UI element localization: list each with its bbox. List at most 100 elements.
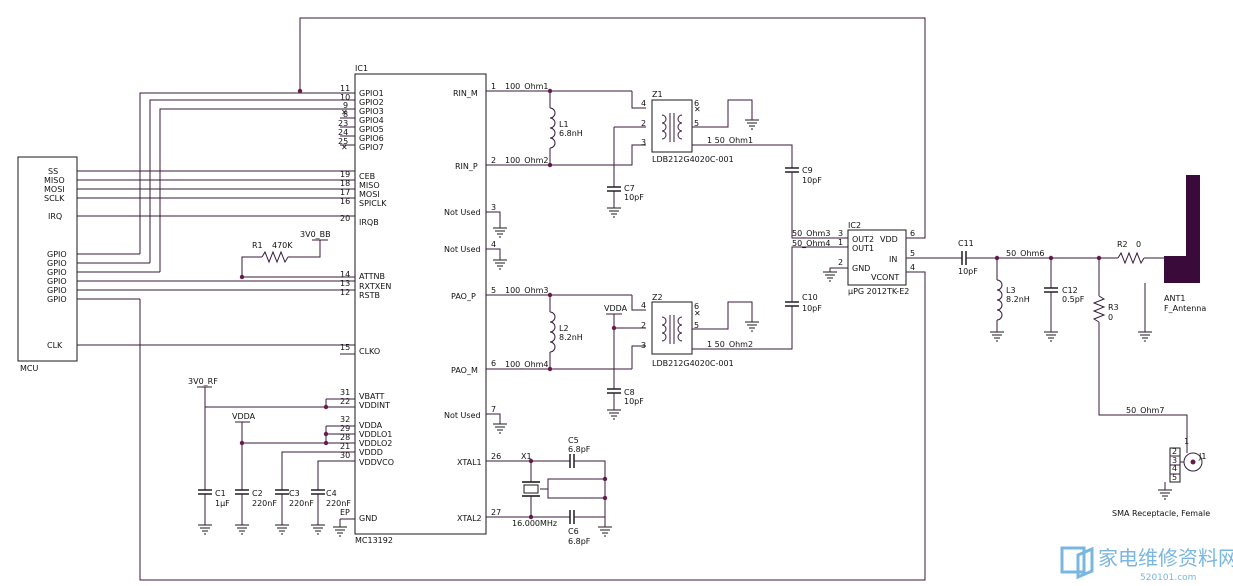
- svg-text:2: 2: [1172, 447, 1177, 456]
- ic1-part: MC13192: [355, 536, 393, 545]
- svg-text:4: 4: [1172, 464, 1177, 473]
- svg-text:EP: EP: [340, 508, 350, 517]
- svg-text:8: 8: [343, 110, 348, 119]
- svg-text:1: 1: [1184, 437, 1189, 446]
- svg-text:C1: C1: [215, 489, 226, 498]
- svg-text:VDDINT: VDDINT: [359, 401, 390, 410]
- svg-text:3: 3: [838, 229, 843, 238]
- svg-text:GPIO1: GPIO1: [359, 89, 384, 98]
- svg-text:27: 27: [491, 508, 501, 517]
- svg-text:15: 15: [340, 343, 350, 352]
- svg-text:C11: C11: [958, 239, 974, 248]
- svg-text:IRQB: IRQB: [359, 218, 379, 227]
- svg-text:VCONT: VCONT: [871, 273, 899, 282]
- svg-text:23: 23: [338, 119, 348, 128]
- svg-text:6: 6: [910, 229, 915, 238]
- svg-text:31: 31: [340, 388, 350, 397]
- svg-text:6.8pF: 6.8pF: [568, 537, 591, 546]
- ic1-ref: IC1: [355, 64, 368, 73]
- svg-text:XTAL2: XTAL2: [457, 514, 482, 523]
- svg-text:6: 6: [491, 359, 496, 368]
- svg-text:3: 3: [641, 138, 646, 147]
- svg-text:ATTNB: ATTNB: [359, 272, 385, 281]
- svg-text:SMA Receptacle, Female: SMA Receptacle, Female: [1112, 509, 1210, 518]
- svg-text:MISO: MISO: [359, 181, 380, 190]
- svg-text:470K: 470K: [272, 241, 293, 250]
- svg-text:C12: C12: [1062, 286, 1078, 295]
- svg-text:C5: C5: [568, 436, 579, 445]
- svg-text:IC2: IC2: [848, 221, 861, 230]
- svg-text:家电维修资料网: 家电维修资料网: [1098, 546, 1233, 570]
- svg-text:8.2nH: 8.2nH: [1006, 295, 1030, 304]
- svg-text:21: 21: [340, 442, 350, 451]
- ic1-left-stubs: [340, 117, 355, 520]
- svg-text:Not Used: Not Used: [444, 208, 481, 217]
- svg-text:C6: C6: [568, 527, 579, 536]
- svg-text:Z2: Z2: [652, 293, 663, 302]
- svg-text:4: 4: [641, 99, 646, 108]
- svg-text:Z1: Z1: [652, 90, 663, 99]
- svg-text:VDD: VDD: [880, 235, 898, 244]
- svg-text:2: 2: [641, 321, 646, 330]
- mcu-pin-gpio: GPIO: [47, 250, 67, 259]
- svg-text:J1: J1: [1198, 452, 1206, 461]
- svg-text:0: 0: [1108, 313, 1113, 322]
- svg-text:MOSI: MOSI: [359, 190, 380, 199]
- svg-text:XTAL1: XTAL1: [457, 458, 482, 467]
- svg-text:32: 32: [340, 415, 350, 424]
- svg-text:C3: C3: [289, 489, 300, 498]
- svg-text:6.8nH: 6.8nH: [559, 129, 583, 138]
- svg-text:GPIO2: GPIO2: [359, 98, 384, 107]
- svg-text:100_Ohm4: 100_Ohm4: [505, 360, 549, 369]
- svg-text:22: 22: [340, 397, 350, 406]
- svg-text:R2: R2: [1117, 240, 1128, 249]
- svg-text:L2: L2: [559, 324, 569, 333]
- svg-text:4: 4: [910, 263, 915, 272]
- svg-text:RIN_P: RIN_P: [455, 162, 478, 171]
- svg-text:8.2nH: 8.2nH: [559, 333, 583, 342]
- svg-text:10pF: 10pF: [958, 267, 978, 276]
- svg-text:C4: C4: [326, 489, 337, 498]
- svg-text:✕: ✕: [694, 105, 701, 114]
- mcu-wires: [77, 17, 926, 581]
- svg-text:220nF: 220nF: [252, 499, 277, 508]
- svg-text:VDDA: VDDA: [232, 412, 256, 421]
- svg-text:VDDA: VDDA: [604, 304, 628, 313]
- mcu-pin-gpio: GPIO: [47, 295, 67, 304]
- svg-text:50_Ohm7: 50_Ohm7: [1126, 406, 1164, 415]
- svg-text:✕: ✕: [341, 108, 348, 117]
- svg-text:0: 0: [1136, 240, 1141, 249]
- svg-text:✕: ✕: [341, 143, 348, 152]
- svg-text:GPIO7: GPIO7: [359, 143, 384, 152]
- svg-text:28: 28: [340, 433, 350, 442]
- svg-text:RXTXEN: RXTXEN: [359, 282, 391, 291]
- svg-text:X1: X1: [521, 452, 532, 461]
- z1-balun: Z1 LDB212G4020C-001 4 2 3 6 5 ✕ 1 50_Ohm…: [641, 90, 793, 168]
- mcu-pin-gpio: GPIO: [47, 277, 67, 286]
- svg-text:VDDLO1: VDDLO1: [359, 430, 392, 439]
- ic1-right-pins: RIN_M RIN_P Not Used Not Used PAO_P PAO_…: [444, 82, 501, 523]
- svg-text:9: 9: [343, 101, 348, 110]
- svg-text:3: 3: [491, 203, 496, 212]
- svg-text:1 50_Ohm2: 1 50_Ohm2: [707, 340, 753, 349]
- svg-text:5: 5: [694, 119, 699, 128]
- svg-text:IN: IN: [889, 255, 897, 264]
- svg-text:R1: R1: [252, 241, 263, 250]
- svg-text:24: 24: [338, 128, 348, 137]
- svg-text:VDDVCO: VDDVCO: [359, 458, 394, 467]
- svg-text:100_Ohm2: 100_Ohm2: [505, 156, 549, 165]
- mcu-pin-sclk: SCLK: [44, 194, 65, 203]
- svg-text:GPIO3: GPIO3: [359, 107, 384, 116]
- svg-text:CEB: CEB: [359, 172, 375, 181]
- crystal-x1: X1 16.000MHz C5 6.8pF C6 6.8pF: [486, 436, 608, 546]
- power-section: 3V0_RF VDDA C1 1µF C2 220nF C3 220nF: [188, 377, 355, 527]
- svg-text:OUT2: OUT2: [852, 235, 874, 244]
- r1: R1 470K 3V0_BB: [239, 230, 355, 280]
- ic2-coupling: C9 10pF C10 10pF 50_Ohm3 50_Ohm4: [785, 166, 848, 313]
- svg-text:50_Ohm4: 50_Ohm4: [792, 239, 830, 248]
- svg-text:VDDD: VDDD: [359, 448, 383, 457]
- output-network: C11 10pF 50_Ohm6 L3 8.2nH C12 0.5pF R2 0…: [958, 239, 1188, 445]
- svg-text:30: 30: [340, 451, 350, 460]
- mcu-block: MCU SS MISO MOSI SCLK IRQ GPIO GPIO GPIO…: [17, 156, 78, 373]
